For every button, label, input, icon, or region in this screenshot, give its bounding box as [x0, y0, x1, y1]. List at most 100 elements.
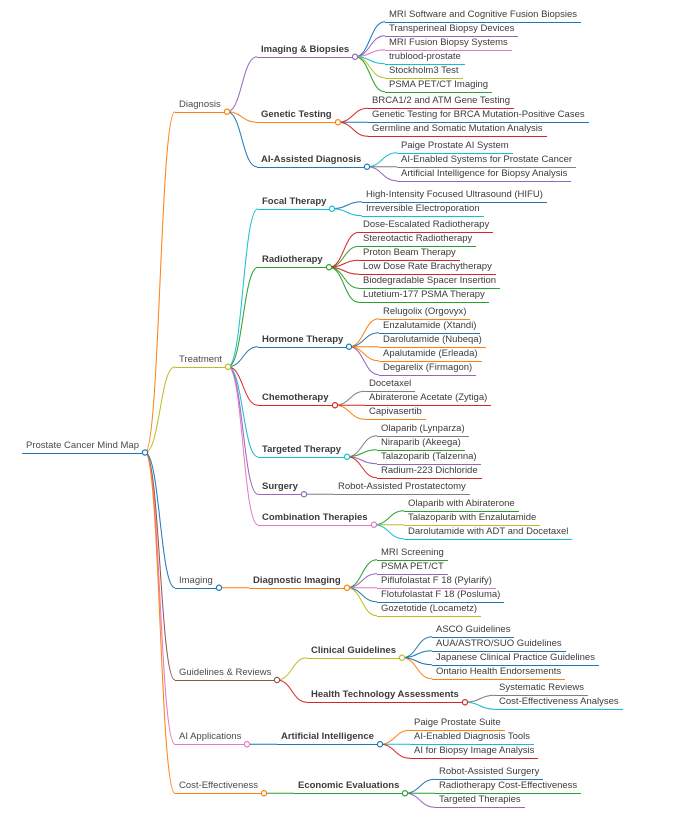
branch-link-imaging-biopsies: [226, 56, 258, 113]
collapse-circle-ai-assisted-diagnosis[interactable]: [363, 163, 371, 170]
collapse-circle-combination-therapies[interactable]: [370, 521, 378, 528]
branch-link-mri-screening: [346, 559, 378, 589]
collapse-circle-economic-evaluations[interactable]: [401, 790, 409, 797]
mindmap-node-cost-effectiveness-analyses: Cost-Effectiveness Analyses: [495, 695, 623, 711]
branch-link-cost-effectiveness: [144, 452, 176, 794]
mindmap-node-radium-223-dichloride: Radium-223 Dichloride: [377, 464, 482, 479]
collapse-circle-genetic-testing[interactable]: [334, 119, 342, 126]
collapse-circle-guidelines-reviews[interactable]: [273, 676, 281, 684]
mindmap-node-robot-assisted-surgery: Robot-Assisted Surgery: [435, 765, 543, 781]
collapse-circle-cost-effectiveness[interactable]: [260, 790, 268, 797]
branch-link-guidelines-reviews: [144, 452, 176, 681]
branch-link-artificial-intelligence-for-biopsy-analysis: [366, 166, 398, 182]
mindmap-node-stereotactic-radiotherapy: Stereotactic Radiotherapy: [359, 232, 476, 248]
mindmap-node-irreversible-electroporation: Irreversible Electroporation: [362, 202, 484, 217]
branch-links-group: [144, 21, 496, 808]
mindmap-node-mri-screening: MRI Screening: [377, 546, 448, 561]
mindmap-node-genetic-testing-for-brca-mutation-positive-cases: Genetic Testing for BRCA Mutation-Positi…: [368, 108, 589, 124]
mindmap-node-radiotherapy-cost-effectiveness: Radiotherapy Cost-Effectiveness: [435, 779, 581, 795]
mindmap-node-health-technology-assessments: Health Technology Assessments: [307, 688, 463, 704]
mindmap-node-trublood-prostate: trublood-prostate: [385, 50, 465, 65]
branch-link-systematic-reviews: [464, 694, 496, 703]
branch-link-diagnosis: [144, 111, 176, 453]
mindmap-node-abiraterone-acetate-zytiga: Abiraterone Acetate (Zytiga): [365, 391, 491, 407]
mindmap-node-artificial-intelligence-for-biopsy-analysis: Artificial Intelligence for Biopsy Analy…: [397, 167, 571, 182]
branch-link-capivasertib: [334, 404, 366, 420]
mindmap-node-radiotherapy: Radiotherapy: [258, 253, 327, 269]
branch-link-olaparib-with-abiraterone: [373, 510, 405, 526]
branch-link-apalutamide-erleada: [348, 346, 380, 362]
branch-link-clinical-guidelines: [276, 657, 308, 681]
collapse-circle-chemotherapy[interactable]: [331, 402, 339, 409]
mindmap-node-clinical-guidelines: Clinical Guidelines: [307, 644, 400, 659]
mindmap-node-brca1-2-and-atm-gene-testing: BRCA1/2 and ATM Gene Testing: [368, 94, 514, 110]
branch-link-chemotherapy: [227, 366, 259, 406]
branch-link-gozetotide-locametz: [346, 587, 378, 617]
branch-link-ai-for-biopsy-image-analysis: [379, 743, 411, 759]
mindmap-node-psma-pet-ct-imaging: PSMA PET/CT Imaging: [385, 78, 492, 93]
mindmap-node-enzalutamide-xtandi: Enzalutamide (Xtandi): [379, 319, 480, 334]
branch-link-psma-pet-ct: [346, 573, 378, 589]
mindmap-node-niraparib-akeega: Niraparib (Akeega): [377, 436, 465, 451]
branch-link-brca1-2-and-atm-gene-testing: [337, 107, 369, 123]
mindmap-node-flotufolastat-f-18-posluma: Flotufolastat F 18 (Posluma): [377, 588, 504, 603]
collapse-circles-group: [141, 53, 469, 797]
branch-link-health-technology-assessments: [276, 679, 308, 703]
collapse-circle-surgery[interactable]: [300, 491, 308, 498]
branch-link-lutetium-177-psma-therapy: [328, 266, 360, 303]
mindmap-node-cost-effectiveness: Cost-Effectiveness: [175, 779, 262, 795]
collapse-circle-imaging[interactable]: [215, 584, 223, 591]
collapse-circle-artificial-intelligence[interactable]: [376, 741, 384, 748]
mindmap-node-gozetotide-locametz: Gozetotide (Locametz): [377, 602, 481, 617]
collapse-circle-treatment[interactable]: [224, 363, 232, 370]
collapse-circle-diagnosis[interactable]: [223, 108, 231, 115]
mindmap-node-ai-for-biopsy-image-analysis: AI for Biopsy Image Analysis: [410, 744, 538, 760]
mindmap-node-asco-guidelines: ASCO Guidelines: [432, 623, 514, 638]
mindmap-node-aua-astro-suo-guidelines: AUA/ASTRO/SUO Guidelines: [432, 637, 566, 652]
collapse-circle-ai-applications[interactable]: [243, 741, 251, 748]
branch-link-docetaxel: [334, 390, 366, 406]
mindmap-node-paige-prostate-suite: Paige Prostate Suite: [410, 716, 505, 732]
branch-link-enzalutamide-xtandi: [348, 332, 380, 348]
mindmap-node-targeted-therapy: Targeted Therapy: [258, 443, 345, 458]
mindmap-node-docetaxel: Docetaxel: [365, 377, 415, 393]
mindmap-node-relugolix-orgovyx: Relugolix (Orgovyx): [379, 305, 470, 320]
branch-link-focal-therapy: [227, 208, 259, 368]
collapse-circle-focal-therapy[interactable]: [328, 205, 336, 212]
mindmap-node-guidelines-reviews: Guidelines & Reviews: [175, 666, 275, 681]
branch-link-radium-223-dichloride: [346, 456, 378, 479]
collapse-circle-hormone-therapy[interactable]: [345, 343, 353, 350]
branch-link-radiotherapy: [227, 266, 259, 368]
collapse-circle-clinical-guidelines[interactable]: [398, 654, 406, 661]
mindmap-node-paige-prostate-ai-system: Paige Prostate AI System: [397, 139, 513, 154]
collapse-circle-prostate-cancer-mind-map[interactable]: [141, 449, 149, 456]
mindmap-node-transperineal-biopsy-devices: Transperineal Biopsy Devices: [385, 22, 518, 37]
branch-link-high-intensity-focused-ultrasound-hifu: [331, 201, 363, 210]
mindmap-node-combination-therapies: Combination Therapies: [258, 511, 372, 526]
collapse-circle-health-technology-assessments[interactable]: [461, 699, 469, 706]
mindmap-node-olaparib-with-abiraterone: Olaparib with Abiraterone: [404, 497, 519, 512]
branch-link-robot-assisted-surgery: [404, 778, 436, 794]
mindmap-node-lutetium-177-psma-therapy: Lutetium-177 PSMA Therapy: [359, 288, 489, 304]
mindmap-node-ai-assisted-diagnosis: AI-Assisted Diagnosis: [257, 153, 365, 168]
collapse-circle-diagnostic-imaging[interactable]: [343, 584, 351, 591]
branch-link-imaging: [144, 452, 176, 589]
mindmap-node-chemotherapy: Chemotherapy: [258, 391, 333, 407]
branch-link-genetic-testing: [226, 111, 258, 123]
mindmap-node-systematic-reviews: Systematic Reviews: [495, 681, 588, 697]
mindmap-node-talazoparib-talzenna: Talazoparib (Talzenna): [377, 450, 481, 465]
mindmap-node-diagnostic-imaging: Diagnostic Imaging: [249, 574, 345, 589]
collapse-circle-radiotherapy[interactable]: [325, 264, 333, 271]
mindmap-node-artificial-intelligence: Artificial Intelligence: [277, 730, 378, 746]
mindmap-node-biodegradable-spacer-insertion: Biodegradable Spacer Insertion: [359, 274, 500, 290]
collapse-circle-targeted-therapy[interactable]: [343, 453, 351, 460]
mindmap-node-ontario-health-endorsements: Ontario Health Endorsements: [432, 665, 565, 680]
branch-link-treatment: [144, 366, 176, 453]
mindmap-node-piflufolastat-f-18-pylarify: Piflufolastat F 18 (Pylarify): [377, 574, 496, 589]
mindmap-node-mri-fusion-biopsy-systems: MRI Fusion Biopsy Systems: [385, 36, 512, 51]
branch-link-hormone-therapy: [227, 346, 259, 368]
collapse-circle-imaging-biopsies[interactable]: [351, 53, 359, 60]
mindmap-node-economic-evaluations: Economic Evaluations: [294, 779, 403, 795]
mindmap-node-robot-assisted-prostatectomy: Robot-Assisted Prostatectomy: [334, 480, 470, 496]
